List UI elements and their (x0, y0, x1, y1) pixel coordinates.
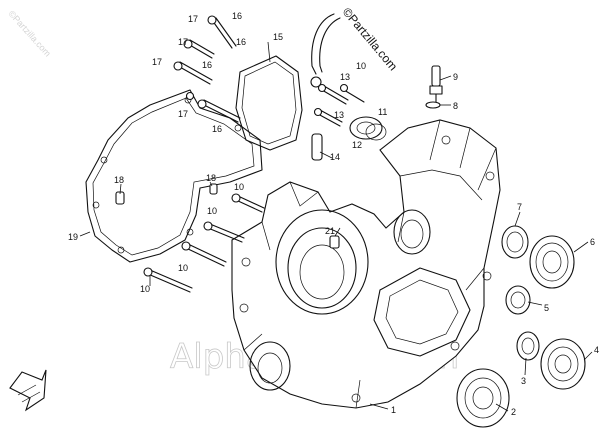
fitting-21 (329, 235, 340, 249)
callout-2: 2 (511, 407, 516, 417)
bearing-6 (529, 235, 575, 289)
callout-21: 21 (325, 226, 335, 236)
callout-10: 10 (234, 182, 244, 192)
side-cover-gasket (85, 89, 263, 263)
callout-17: 17 (152, 57, 162, 67)
side-watermark: ©Partzilla.com (7, 9, 53, 59)
callout-4: 4 (594, 345, 599, 355)
callout-10: 10 (178, 263, 188, 273)
breather-hose (310, 13, 341, 88)
callout-10: 10 (356, 61, 366, 71)
orientation-arrow-icon (9, 369, 47, 412)
callout-13: 13 (334, 110, 344, 120)
callout-6: 6 (590, 237, 595, 247)
bolt-group-left (143, 183, 265, 293)
callout-3: 3 (521, 376, 526, 386)
oil-seal-7 (501, 225, 529, 259)
callout-1: 1 (391, 405, 396, 415)
gasket-11 (365, 123, 387, 141)
callout-17: 17 (178, 109, 188, 119)
callout-11: 11 (378, 107, 387, 117)
oil-seal-3 (516, 331, 540, 361)
callout-13: 13 (340, 72, 350, 82)
callout-16: 16 (212, 124, 222, 134)
breather-cover-12 (349, 116, 383, 140)
callout-19: 19 (68, 232, 78, 242)
callout-5: 5 (544, 303, 549, 313)
callout-10: 10 (140, 284, 150, 294)
pipe-14 (311, 133, 323, 161)
bolt-group (173, 15, 241, 123)
bolts-13 (313, 83, 365, 127)
callout-12: 12 (352, 140, 362, 150)
callout-16: 16 (232, 11, 242, 21)
washer-8 (425, 101, 441, 109)
callout-labels: 1 2 3 4 5 6 7 8 9 10 10 10 10 10 11 12 1… (68, 11, 599, 417)
callout-15: 15 (273, 32, 283, 42)
brand-watermark: ©Partzilla.com (340, 5, 401, 73)
leader-lines (79, 41, 593, 412)
crankcase-half (231, 119, 501, 409)
callout-18: 18 (206, 173, 216, 183)
sensor-9 (429, 65, 443, 105)
callout-18: 18 (114, 175, 124, 185)
callout-17: 17 (178, 37, 188, 47)
callout-10: 10 (207, 206, 217, 216)
callout-14: 14 (330, 152, 340, 162)
rear-cover-gasket (235, 55, 303, 151)
callout-16: 16 (202, 60, 212, 70)
callout-9: 9 (453, 72, 458, 82)
bearing-2 (456, 368, 510, 428)
callout-8: 8 (453, 101, 458, 111)
callout-17: 17 (188, 14, 198, 24)
callout-7: 7 (517, 202, 522, 212)
bearing-4 (540, 338, 586, 390)
callout-16: 16 (236, 37, 246, 47)
oil-seal-5 (505, 285, 531, 315)
